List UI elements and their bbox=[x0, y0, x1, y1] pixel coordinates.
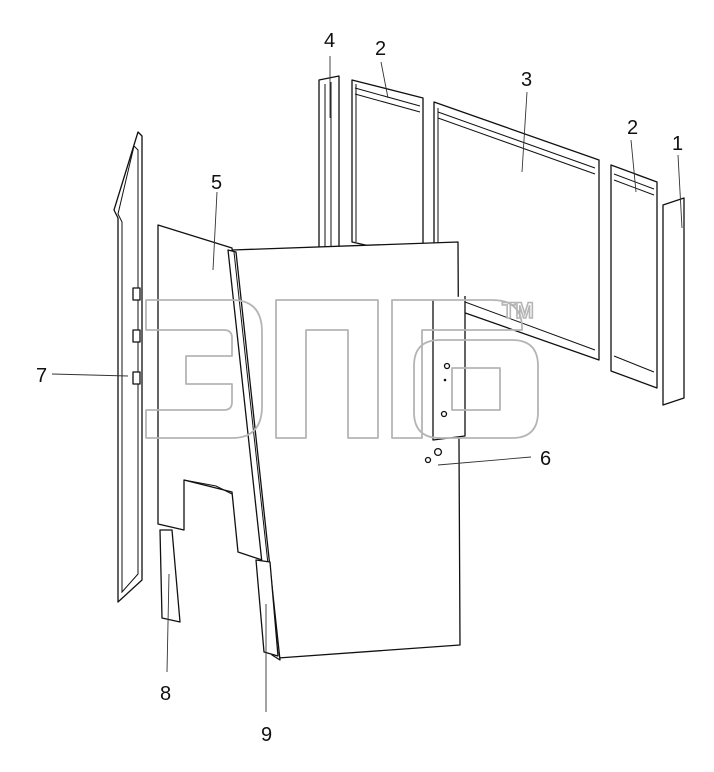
part-4-pillar bbox=[318, 75, 340, 263]
part-6-rear-wall bbox=[227, 241, 466, 661]
part-2-left-glass-strip bbox=[351, 79, 424, 259]
watermark-logo: TM bbox=[145, 297, 539, 439]
part-9-seam-strip bbox=[255, 559, 279, 657]
callout-3: 3 bbox=[521, 69, 532, 91]
callout-1: 1 bbox=[672, 133, 683, 155]
callout-2-right: 2 bbox=[627, 117, 638, 139]
callout-6: 6 bbox=[540, 448, 551, 470]
callout-4: 4 bbox=[324, 30, 335, 52]
callout-8: 8 bbox=[160, 683, 171, 705]
part-2-right-glass-strip bbox=[610, 164, 658, 389]
part-8-lower-filler bbox=[159, 529, 181, 623]
callout-7: 7 bbox=[36, 365, 47, 387]
callout-5: 5 bbox=[211, 172, 222, 194]
callout-2-left: 2 bbox=[375, 38, 386, 60]
callout-9: 9 bbox=[261, 724, 272, 746]
part-1-end-strip bbox=[662, 197, 685, 406]
leader-lines bbox=[51, 56, 683, 712]
part-7-door-glass bbox=[113, 131, 143, 603]
trademark-mark: TM bbox=[502, 298, 534, 323]
